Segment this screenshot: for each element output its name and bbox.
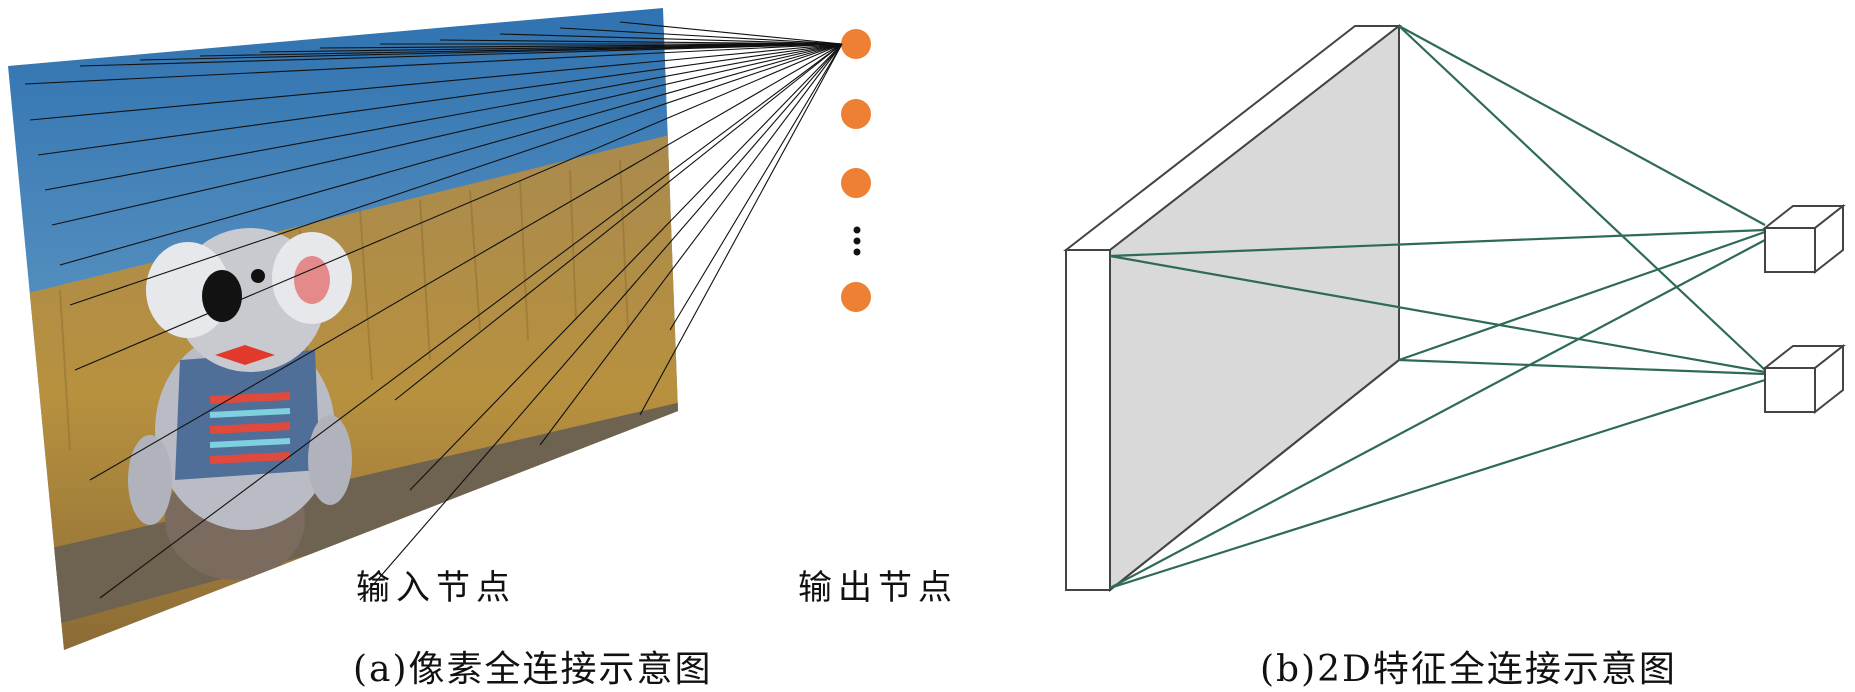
pixel-connection-line (59, 43, 843, 266)
pixel-connection-line (44, 43, 843, 191)
pixel-connection-lines (24, 21, 843, 601)
koala-toy (128, 228, 352, 580)
slab-front-face (1065, 249, 1111, 591)
output-node (841, 99, 871, 129)
pixel-connection-line (24, 43, 843, 85)
pixel-connection-line (669, 43, 843, 331)
ellipsis-dot (853, 226, 861, 234)
pixel-connection-line (359, 43, 843, 601)
ellipsis-dot (853, 248, 861, 256)
input-nodes-label: 输入节点 (356, 568, 516, 608)
ellipsis-dot (853, 237, 861, 245)
output-feature-cube (1762, 343, 1846, 415)
pixel-connection-line (51, 43, 843, 226)
pixel-connection-line (74, 43, 843, 371)
pixel-connection-line (539, 43, 843, 446)
pixel-connection-line (69, 43, 843, 306)
pixel-connection-line (439, 39, 843, 45)
input-image-plane (8, 8, 678, 650)
pixel-connection-line (99, 43, 843, 599)
output-nodes (841, 29, 871, 312)
pixel-connection-line (79, 43, 843, 67)
feature-connection-lines (1109, 25, 1766, 590)
output-feature-cube (1762, 203, 1846, 275)
feature-map-slab (1063, 23, 1402, 593)
pixel-connection-line (29, 43, 843, 121)
pixel-connection-line (37, 43, 843, 156)
pixel-connection-line (639, 43, 843, 416)
output-node (841, 282, 871, 312)
pixel-connection-line (409, 43, 843, 491)
pixel-connection-line (139, 43, 843, 61)
output-node (841, 29, 871, 59)
pixel-connection-line (559, 27, 843, 45)
caption-a: (a)像素全连接示意图 (353, 649, 713, 690)
output-node (841, 168, 871, 198)
pixel-connection-line (619, 21, 843, 45)
pixel-connection-line (394, 43, 843, 401)
caption-b: (b)2D特征全连接示意图 (1260, 649, 1677, 690)
pixel-connection-line (89, 43, 843, 481)
output-nodes-label: 输出节点 (798, 568, 958, 608)
pixel-connection-line (499, 33, 843, 45)
